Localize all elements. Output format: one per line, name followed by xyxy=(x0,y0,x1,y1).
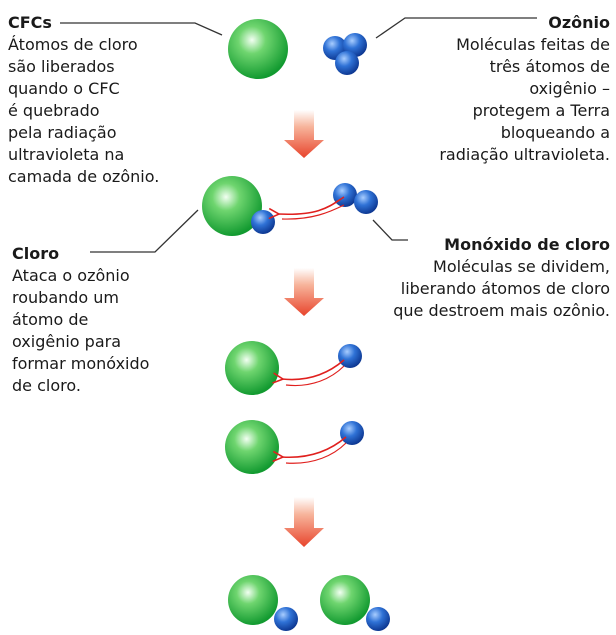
cfcs-text-line: Átomos de cloro xyxy=(8,35,138,54)
transfer-arrow xyxy=(278,196,345,214)
ozonio-text-line: Moléculas feitas de xyxy=(456,35,610,54)
cloro-text-line: de cloro. xyxy=(12,376,81,395)
ozonio-title: Ozônio xyxy=(548,13,610,32)
down-arrow xyxy=(284,497,324,547)
monoxido-text-line: Moléculas se dividem, xyxy=(433,257,610,276)
oxygen-atom xyxy=(343,33,367,57)
cloro-text-line: formar monóxido xyxy=(12,354,150,373)
ozonio-label-block: Ozônio Moléculas feitas de três átomos d… xyxy=(386,12,610,166)
step2-group xyxy=(202,176,378,236)
oxygen-atom xyxy=(333,183,357,207)
cfcs-text-line: quando o CFC xyxy=(8,79,120,98)
step3-group xyxy=(225,341,362,395)
monoxido-title: Monóxido de cloro xyxy=(444,235,610,254)
monoxido-label-block: Monóxido de cloro Moléculas se dividem, … xyxy=(346,234,610,322)
transfer-arrow xyxy=(282,436,347,457)
oxygen-atom xyxy=(335,51,359,75)
ozonio-text-line: oxigênio – xyxy=(529,79,610,98)
down-arrow xyxy=(284,268,324,316)
oxygen-atom xyxy=(251,210,275,234)
cfcs-leader-line xyxy=(60,22,223,36)
cloro-label-block: Cloro Ataca o ozônio roubando um átomo d… xyxy=(12,243,202,397)
down-arrow xyxy=(284,110,324,158)
transfer-arrow xyxy=(282,359,345,380)
cfcs-title: CFCs xyxy=(8,13,52,32)
monoxido-text-line: liberando átomos de cloro xyxy=(400,279,610,298)
cloro-text-line: roubando um xyxy=(12,288,120,307)
cloro-text-line: átomo de xyxy=(12,310,89,329)
transfer-arrow-inner xyxy=(285,442,347,464)
cfcs-label-block: CFCs Átomos de cloro são liberados quand… xyxy=(8,12,198,188)
cloro-leader-line xyxy=(90,209,199,253)
chlorine-atom xyxy=(202,176,262,236)
chlorine-atom xyxy=(228,19,288,79)
cfcs-text-line: pela radiação xyxy=(8,123,117,142)
cloro-text-line: oxigênio para xyxy=(12,332,122,351)
cfcs-text-line: ultravioleta na xyxy=(8,145,125,164)
chlorine-atom xyxy=(320,575,370,625)
step4-group xyxy=(225,420,364,474)
monoxido-text-line: que destroem mais ozônio. xyxy=(393,301,610,320)
cfcs-text-line: é quebrado xyxy=(8,101,100,120)
chlorine-atom xyxy=(225,341,279,395)
cfcs-text-line: camada de ozônio. xyxy=(8,167,160,186)
chlorine-atom xyxy=(228,575,278,625)
cloro-text-line: Ataca o ozônio xyxy=(12,266,130,285)
ozonio-leader-line xyxy=(375,17,537,39)
ozonio-text-line: três átomos de xyxy=(489,57,610,76)
cloro-title: Cloro xyxy=(12,244,60,263)
oxygen-atom xyxy=(338,344,362,368)
oxygen-atom xyxy=(340,421,364,445)
step5-group xyxy=(228,575,390,631)
monoxido-leader-line xyxy=(372,219,408,241)
ozonio-text-line: radiação ultravioleta. xyxy=(439,145,610,164)
step1-group xyxy=(228,19,367,79)
cfcs-text-line: são liberados xyxy=(8,57,115,76)
ozonio-text-line: bloqueando a xyxy=(500,123,610,142)
transfer-arrow-inner xyxy=(285,365,345,387)
chlorine-atom xyxy=(225,420,279,474)
transfer-arrow-inner xyxy=(281,204,345,220)
oxygen-atom xyxy=(274,607,298,631)
ozonio-text-line: protegem a Terra xyxy=(472,101,610,120)
oxygen-atom xyxy=(366,607,390,631)
oxygen-atom xyxy=(354,190,378,214)
leader-lines xyxy=(60,17,537,253)
